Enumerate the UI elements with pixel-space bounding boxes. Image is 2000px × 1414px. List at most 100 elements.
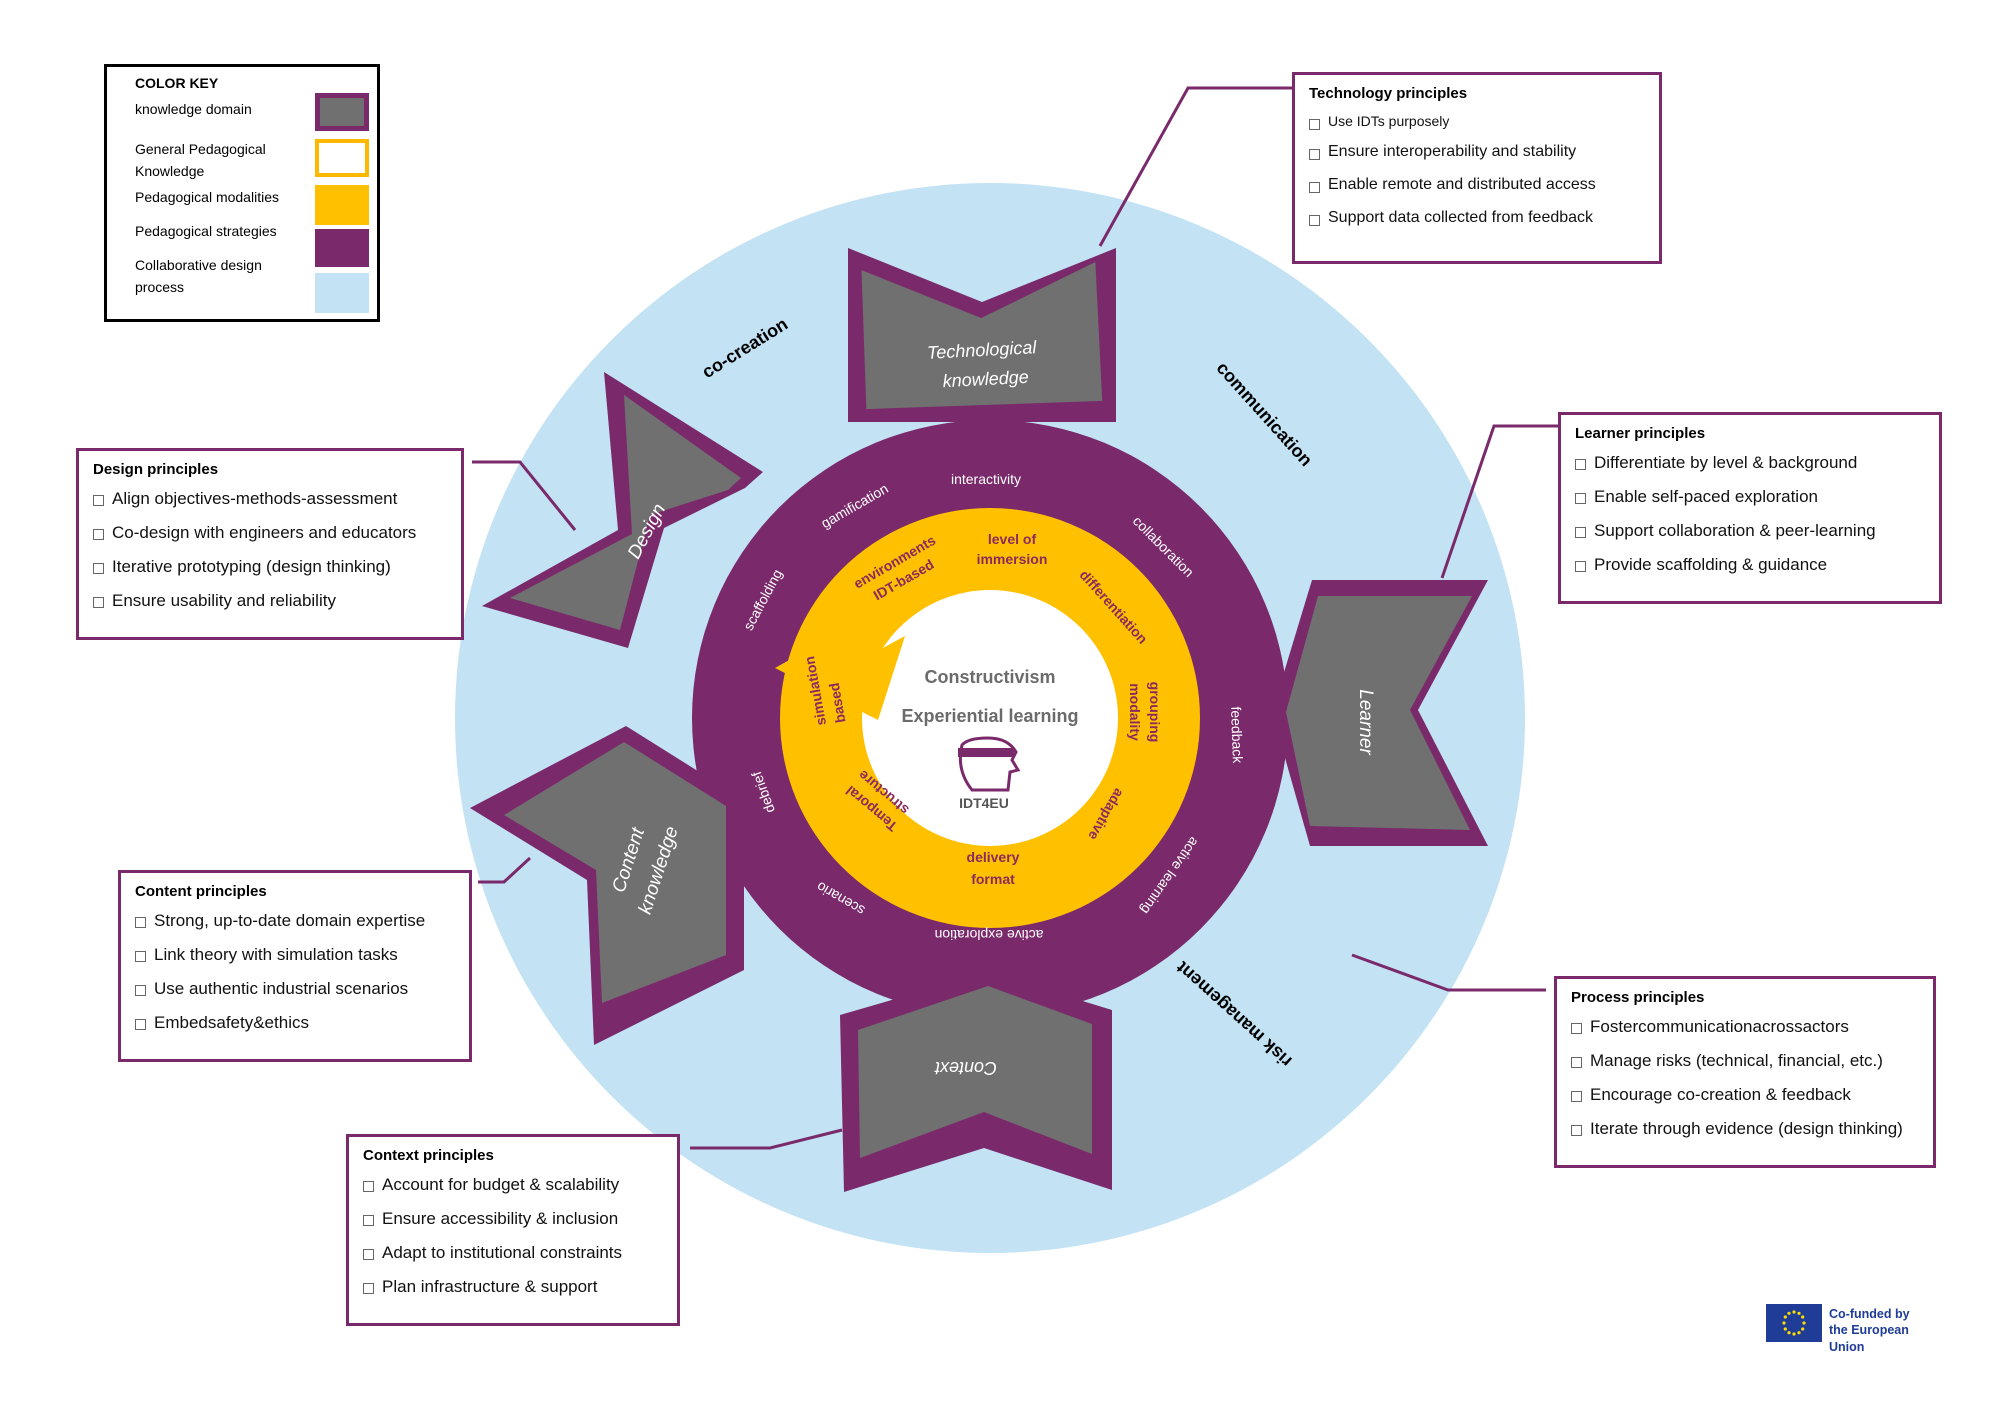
list-item: Iterate through evidence (design thinkin…	[1571, 1118, 1919, 1140]
list-item: Manage risks (technical, financial, etc.…	[1571, 1050, 1919, 1072]
list-item: Support data collected from feedback	[1309, 208, 1645, 229]
modality-level-of-immersion-2: immersion	[977, 551, 1048, 567]
list-item: Use authentic industrial scenarios	[135, 978, 455, 1000]
checkbox-icon	[1309, 119, 1320, 130]
list-item: Align objectives-methods-assessment	[93, 488, 447, 510]
list-item: Link theory with simulation tasks	[135, 944, 455, 966]
modality-simulation-2: based	[826, 682, 849, 725]
domain-context	[840, 972, 1112, 1192]
key-label-strategies: Pedagogical strategies	[135, 223, 277, 239]
checkbox-icon	[1571, 1125, 1582, 1137]
list-item: Account for budget & scalability	[363, 1174, 663, 1196]
checkbox-icon	[1575, 493, 1586, 505]
checkbox-icon	[135, 1019, 146, 1031]
list-item: Enable self-paced exploration	[1575, 486, 1925, 508]
key-swatch-strategies	[315, 229, 369, 267]
context-principles-box: Context principles Account for budget & …	[346, 1134, 680, 1326]
list-item: Plan infrastructure & support	[363, 1276, 663, 1298]
technology-principles-box: Technology principles Use IDTs purposely…	[1292, 72, 1662, 264]
eu-funding-text: Co-funded by the European Union	[1829, 1306, 1946, 1355]
connector-process	[1351, 953, 1546, 992]
modality-arrow	[775, 626, 905, 720]
design-principles-title: Design principles	[93, 461, 219, 478]
list-item: Adapt to institutional constraints	[363, 1242, 663, 1264]
connector-design	[472, 460, 577, 531]
list-item: Fostercommunicationacrossactors	[1571, 1016, 1919, 1038]
domain-learner	[1272, 580, 1488, 846]
color-key: COLOR KEY knowledge domain General Pedag…	[104, 64, 380, 322]
key-swatch-knowledge-domain	[315, 93, 369, 131]
connector-learner	[1440, 424, 1558, 579]
checkbox-icon	[1309, 214, 1320, 226]
checkbox-icon	[135, 951, 146, 963]
domain-design	[482, 372, 763, 648]
modality-delivery-2: format	[971, 871, 1015, 887]
connector-content	[478, 856, 532, 884]
checkbox-icon	[93, 563, 104, 575]
learner-principles-title: Learner principles	[1575, 425, 1706, 442]
checkbox-icon	[93, 597, 104, 609]
list-item: Differentiate by level & background	[1575, 452, 1925, 474]
list-item: Enable remote and distributed access	[1309, 175, 1645, 196]
eu-line-2: the European Union	[1829, 1323, 1909, 1354]
domain-content	[470, 726, 744, 1045]
key-label-knowledge-domain: knowledge domain	[135, 101, 252, 117]
label-context: Context	[934, 1058, 997, 1078]
color-key-title: COLOR KEY	[135, 75, 219, 91]
technology-principles-title: Technology principles	[1309, 85, 1468, 102]
key-label-modalities: Pedagogical modalities	[135, 189, 279, 205]
eu-flag-icon	[1766, 1304, 1822, 1342]
list-item: Support collaboration & peer-learning	[1575, 520, 1925, 542]
checkbox-icon	[1575, 459, 1586, 470]
checkbox-icon	[363, 1249, 374, 1261]
eu-line-1: Co-funded by	[1829, 1307, 1910, 1321]
content-principles-box: Content principles Strong, up-to-date do…	[118, 870, 472, 1062]
center-line-1: Constructivism	[924, 667, 1055, 687]
process-principles-box: Process principles Fostercommunicationac…	[1554, 976, 1936, 1168]
list-item: Ensure interoperability and stability	[1309, 142, 1645, 163]
label-technological-2: knowledge	[942, 367, 1029, 391]
key-swatch-modalities	[315, 185, 369, 225]
checkbox-icon	[1309, 181, 1320, 193]
modality-delivery-1: delivery	[967, 849, 1020, 865]
checkbox-icon	[1309, 149, 1320, 161]
list-item: Co-design with engineers and educators	[93, 522, 447, 544]
context-principles-title: Context principles	[363, 1147, 494, 1164]
list-item: Iterative prototyping (design thinking)	[93, 556, 447, 578]
list-item: Ensure usability and reliability	[93, 590, 447, 612]
list-item: Encourage co-creation & feedback	[1571, 1084, 1919, 1106]
key-label-collaborative: Collaborative design process	[135, 257, 262, 295]
center-line-2: Experiential learning	[901, 706, 1078, 726]
eu-funding-logo: Co-funded by the European Union	[1766, 1304, 1946, 1354]
learner-principles-box: Learner principles Differentiate by leve…	[1558, 412, 1942, 604]
checkbox-icon	[93, 529, 104, 541]
design-principles-box: Design principles Align objectives-metho…	[76, 448, 464, 640]
idt4eu-logo-icon: IDT4EU	[958, 736, 1021, 811]
modality-level-of-immersion-1: level of	[988, 531, 1037, 547]
modality-grouping-2: modality	[1127, 683, 1143, 741]
key-swatch-general-pedagogical	[315, 139, 369, 177]
checkbox-icon	[93, 495, 104, 506]
content-principles-title: Content principles	[135, 883, 267, 900]
checkbox-icon	[1575, 561, 1586, 573]
checkbox-icon	[135, 985, 146, 997]
checkbox-icon	[1571, 1091, 1582, 1103]
key-swatch-collaborative	[315, 273, 369, 313]
checkbox-icon	[135, 917, 146, 928]
connector-context	[690, 1128, 843, 1150]
checkbox-icon	[1571, 1023, 1582, 1034]
strategy-active-exploration: active exploration	[935, 927, 1044, 943]
checkbox-icon	[1575, 527, 1586, 539]
list-item: Provide scaffolding & guidance	[1575, 554, 1925, 576]
center-core	[862, 590, 1118, 846]
checkbox-icon	[1571, 1057, 1582, 1069]
checkbox-icon	[363, 1283, 374, 1295]
strategy-feedback: feedback	[1228, 706, 1246, 764]
list-item: Use IDTs purposely	[1309, 112, 1645, 130]
list-item: Strong, up-to-date domain expertise	[135, 910, 455, 932]
strategy-interactivity: interactivity	[951, 471, 1021, 487]
checkbox-icon	[363, 1181, 374, 1192]
connector-technology	[1098, 86, 1292, 247]
checkbox-icon	[363, 1215, 374, 1227]
